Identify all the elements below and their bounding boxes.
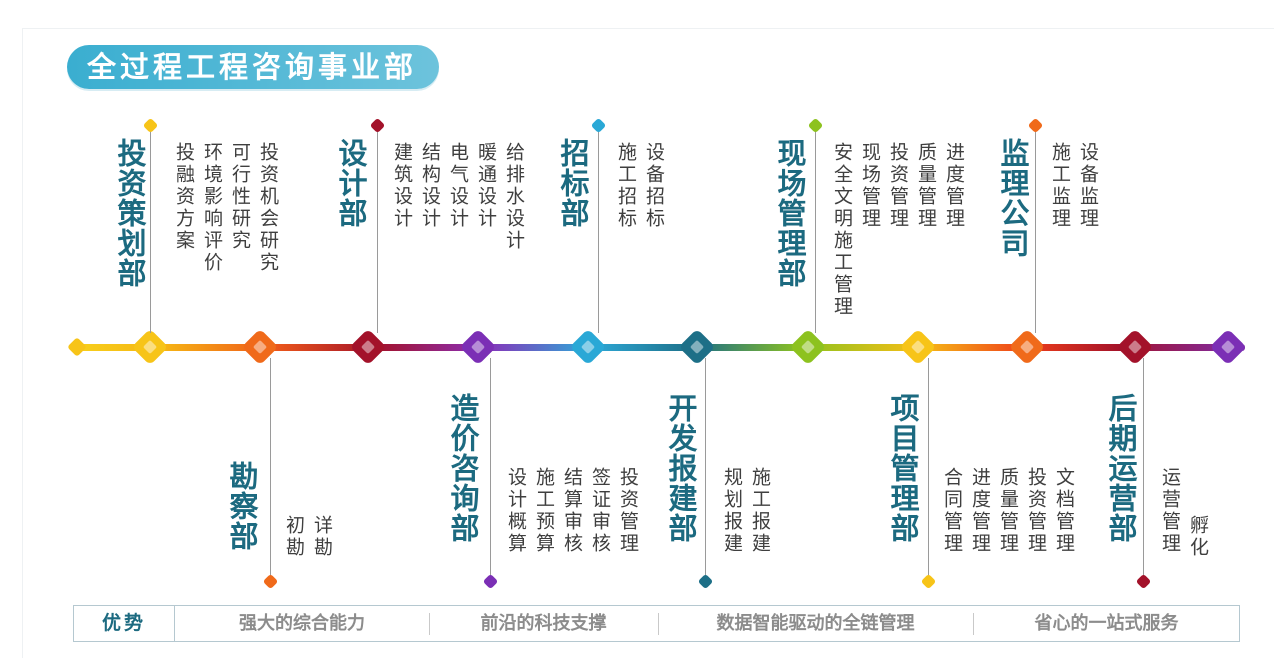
service-item: 质量管理 [915,142,937,230]
advantage-item: 强大的综合能力 [239,613,365,634]
connector-line [598,128,599,333]
connector-line [150,128,151,333]
service-item: 施工招标 [615,142,637,230]
timeline-node-highlight [1020,340,1034,354]
service-item: 电气设计 [447,142,469,230]
service-item: 施工预算 [533,467,555,555]
service-item: 投资机会研究 [257,142,279,274]
advantage-item: 前沿的科技支撑 [480,613,607,634]
service-item: 现场管理 [859,142,881,230]
connector-line [705,358,706,580]
service-item: 合同管理 [941,467,963,555]
timeline-node-highlight [143,340,157,354]
service-item: 设备招标 [643,142,665,230]
advantage-item: 省心的一站式服务 [1034,613,1179,634]
department-name: 设计部 [334,138,368,228]
timeline-node [792,331,824,363]
timeline-node [572,331,604,363]
advantage-separator [658,613,659,635]
service-item: 可行性研究 [229,142,251,252]
connector-line [270,358,271,580]
department-name: 项目管理部 [886,393,920,543]
timeline-node-highlight [911,340,925,354]
service-item: 环境影响评价 [201,142,223,274]
timeline-node-highlight [581,340,595,354]
service-item: 施工监理 [1049,142,1071,230]
department-name: 勘察部 [225,461,259,551]
page-title: 全过程工程咨询事业部 [67,45,440,89]
timeline-node-highlight [801,340,815,354]
advantages-label: 优势 [74,606,175,641]
timeline-node [902,331,934,363]
timeline-node [1212,331,1244,363]
service-item: 投资管理 [617,467,639,555]
department-name: 监理公司 [996,138,1030,258]
service-item: 规划报建 [721,467,743,555]
timeline-node-highlight [690,340,704,354]
department-name: 造价咨询部 [446,393,480,543]
advantage-separator [973,613,974,635]
service-item: 给排水设计 [503,142,525,252]
connector-line [490,358,491,580]
advantage-separator [429,613,430,635]
service-item: 安全文明施工管理 [831,142,853,318]
department-name: 招标部 [556,138,590,228]
service-item: 结算审核 [561,467,583,555]
advantage-item: 数据智能驱动的全链管理 [716,613,915,634]
department-name: 投资策划部 [113,138,147,288]
service-item: 进度管理 [969,467,991,555]
service-item: 投资管理 [1025,467,1047,555]
service-item: 设计概算 [505,467,527,555]
connector-line [928,358,929,580]
timeline-node-highlight [253,340,267,354]
service-item: 投融资方案 [173,142,195,252]
service-item: 初勘 [283,515,305,559]
connector-line [1143,358,1144,580]
service-item: 设备监理 [1077,142,1099,230]
timeline-node-highlight [1221,340,1235,354]
service-item: 文档管理 [1053,467,1075,555]
service-item: 建筑设计 [391,142,413,230]
service-item: 运营管理 [1159,467,1181,555]
timeline-node [1011,331,1043,363]
advantages-bar: 优势 强大的综合能力 前沿的科技支撑 数据智能驱动的全链管理 省心的一站式服务 [73,605,1240,642]
timeline-node [244,331,276,363]
timeline-node-highlight [471,340,485,354]
timeline-node [462,331,494,363]
department-name: 现场管理部 [773,138,807,288]
timeline [68,331,1245,363]
service-item: 孵化 [1187,515,1209,559]
timeline-node [134,331,166,363]
service-item: 详勘 [311,515,333,559]
connector-line [377,128,378,333]
connector-line [815,128,816,333]
service-item: 签证审核 [589,467,611,555]
timeline-node [1119,331,1151,363]
department-name: 开发报建部 [664,393,698,543]
timeline-node [352,331,384,363]
timeline-node-highlight [361,340,375,354]
department-name: 后期运营部 [1104,393,1138,543]
timeline-start-node [68,338,86,356]
timeline-node-highlight [1128,340,1142,354]
diagram-canvas [22,28,1274,658]
service-item: 结构设计 [419,142,441,230]
timeline-node [681,331,713,363]
service-item: 施工报建 [749,467,771,555]
service-item: 进度管理 [943,142,965,230]
service-item: 质量管理 [997,467,1019,555]
service-item: 投资管理 [887,142,909,230]
service-item: 暖通设计 [475,142,497,230]
connector-line [1035,128,1036,333]
